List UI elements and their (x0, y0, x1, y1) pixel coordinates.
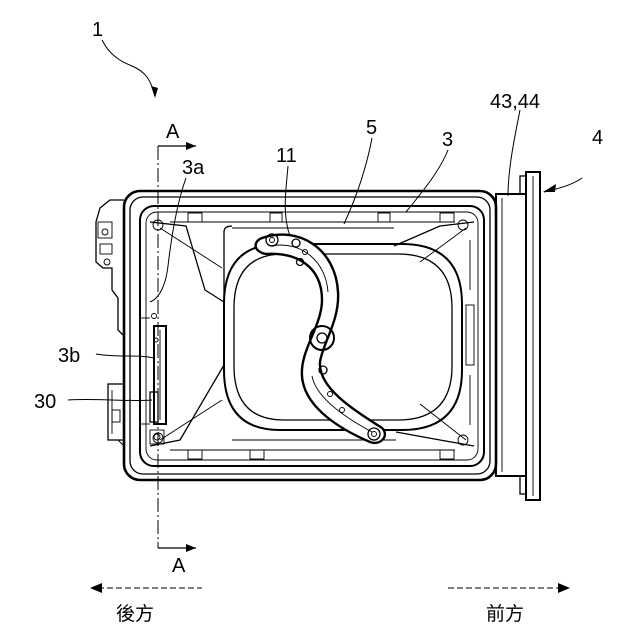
label-ref-5: 5 (366, 117, 377, 139)
label-ref-43-44: 43,44 (490, 91, 540, 113)
label-ref-11: 11 (276, 145, 297, 167)
direction-arrows (90, 583, 570, 593)
label-ref-3b: 3b (58, 345, 80, 367)
label-section-a-top: A (166, 121, 180, 143)
left-side-parts (140, 314, 166, 445)
front-panel (496, 172, 540, 500)
label-ref-3: 3 (442, 129, 453, 151)
label-rear-direction: 後方 (116, 603, 154, 625)
label-section-a-bottom: A (172, 555, 186, 577)
left-mechanism (96, 200, 124, 446)
section-line-a-a (158, 142, 196, 552)
label-ref-3a: 3a (182, 157, 205, 179)
label-front-direction: 前方 (486, 603, 524, 625)
label-ref-4: 4 (592, 127, 603, 149)
label-ref-30: 30 (34, 391, 56, 413)
arrow-right-icon (558, 583, 570, 593)
rotary-arm (256, 234, 385, 443)
label-ref-1: 1 (92, 19, 103, 41)
arrow-left-icon (90, 583, 102, 593)
